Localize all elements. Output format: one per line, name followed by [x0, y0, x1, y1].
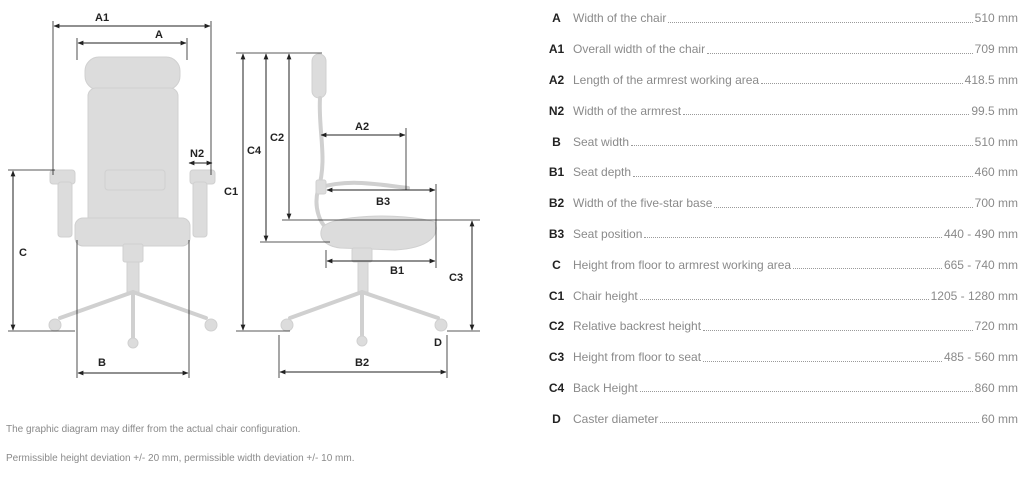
label-a: A [155, 29, 163, 41]
dotted-leader [644, 237, 942, 239]
spec-code: A [552, 11, 561, 26]
spec-label: Height from floor to seat [573, 350, 702, 365]
dotted-leader [793, 268, 942, 270]
label-c4: C4 [247, 145, 262, 157]
spec-value: 700 mm [974, 196, 1018, 211]
spec-value: 99.5 mm [971, 103, 1018, 118]
specification-table: A Width of the chair 510 mm A1 Overall width… [540, 3, 1018, 434]
spec-row: C2 Relative backrest height 720 mm [540, 311, 1018, 342]
spec-label: Overall width of the chair [573, 42, 706, 57]
spec-value: 510 mm [974, 11, 1018, 26]
spec-value: 709 mm [974, 42, 1018, 57]
side-view-chair [280, 53, 448, 347]
spec-code: N2 [548, 103, 565, 118]
spec-code: B3 [548, 226, 565, 241]
dotted-leader [707, 52, 973, 54]
spec-value: 860 mm [974, 380, 1018, 395]
label-c: C [19, 247, 27, 259]
front-view-chair [48, 56, 218, 349]
spec-value: 1205 - 1280 mm [930, 288, 1018, 303]
spec-row: B2 Width of the five-star base 700 mm [540, 188, 1018, 219]
spec-code: B [552, 134, 561, 149]
spec-label: Height from floor to armrest working are… [573, 257, 792, 272]
spec-code: C2 [548, 319, 565, 334]
spec-label: Width of the armrest [573, 103, 682, 118]
dotted-leader [639, 391, 973, 393]
spec-label: Back Height [573, 380, 638, 395]
spec-label: Width of the chair [573, 11, 667, 26]
spec-row: D Caster diameter 60 mm [540, 403, 1018, 434]
spec-code: C [552, 257, 561, 272]
dotted-leader [703, 360, 942, 362]
label-n2: N2 [190, 148, 204, 160]
spec-row: C Height from floor to armrest working ar… [540, 249, 1018, 280]
spec-code: A1 [548, 42, 565, 57]
spec-value: 418.5 mm [964, 72, 1018, 87]
dotted-leader [668, 21, 973, 23]
spec-code: C4 [548, 380, 565, 395]
spec-row: B3 Seat position 440 - 490 mm [540, 219, 1018, 250]
spec-label: Width of the five-star base [573, 196, 713, 211]
front-dimensions [8, 21, 213, 378]
dimension-labels: A1 A N2 C B C4 C2 C1 A2 B3 B1 C3 D B2 [19, 12, 463, 369]
spec-code: C3 [548, 350, 565, 365]
dotted-leader [714, 206, 973, 208]
label-b2: B2 [355, 357, 369, 369]
spec-value: 460 mm [974, 165, 1018, 180]
spec-code: C1 [548, 288, 565, 303]
spec-row: B1 Seat depth 460 mm [540, 157, 1018, 188]
spec-row: A Width of the chair 510 mm [540, 3, 1018, 34]
dotted-leader [703, 329, 973, 331]
spec-value: 440 - 490 mm [943, 226, 1018, 241]
dotted-leader [683, 114, 970, 116]
dotted-leader [639, 299, 929, 301]
spec-value: 510 mm [974, 134, 1018, 149]
deviation-note: Permissible height deviation +/- 20 mm, … [6, 453, 355, 464]
spec-row: N2 Width of the armrest 99.5 mm [540, 95, 1018, 126]
spec-label: Seat width [573, 134, 630, 149]
spec-code: A2 [548, 72, 565, 87]
spec-value: 665 - 740 mm [943, 257, 1018, 272]
label-c3: C3 [449, 272, 463, 284]
spec-code: B2 [548, 196, 565, 211]
spec-label: Length of the armrest working area [573, 72, 760, 87]
label-c2: C2 [270, 132, 284, 144]
label-b1: B1 [390, 265, 404, 277]
spec-row: C1 Chair height 1205 - 1280 mm [540, 280, 1018, 311]
spec-code: D [552, 411, 561, 426]
configuration-note: The graphic diagram may differ from the … [6, 424, 301, 435]
spec-label: Seat depth [573, 165, 632, 180]
spec-code: B1 [548, 165, 565, 180]
dotted-leader [631, 145, 973, 147]
spec-value: 60 mm [981, 411, 1018, 426]
dotted-leader [660, 422, 980, 424]
spec-row: C3 Height from floor to seat 485 - 560 mm [540, 342, 1018, 373]
label-d: D [434, 337, 442, 349]
spec-label: Relative backrest height [573, 319, 702, 334]
spec-row: C4 Back Height 860 mm [540, 373, 1018, 404]
chair-dimension-diagram: A1 A N2 C B C4 C2 C1 A2 B3 B1 C3 D B2 [8, 12, 480, 378]
spec-value: 720 mm [974, 319, 1018, 334]
side-dimensions [236, 52, 480, 378]
label-a1: A1 [95, 12, 109, 24]
label-c1: C1 [224, 186, 238, 198]
spec-row: A1 Overall width of the chair 709 mm [540, 34, 1018, 65]
spec-label: Chair height [573, 288, 638, 303]
dotted-leader [633, 175, 973, 177]
label-b3: B3 [376, 196, 390, 208]
label-b: B [98, 357, 106, 369]
spec-value: 485 - 560 mm [943, 350, 1018, 365]
spec-row: A2 Length of the armrest working area 418.… [540, 65, 1018, 96]
dotted-leader [761, 83, 963, 85]
spec-label: Caster diameter [573, 411, 659, 426]
label-a2: A2 [355, 121, 369, 133]
spec-label: Seat position [573, 226, 643, 241]
spec-row: B Seat width 510 mm [540, 126, 1018, 157]
